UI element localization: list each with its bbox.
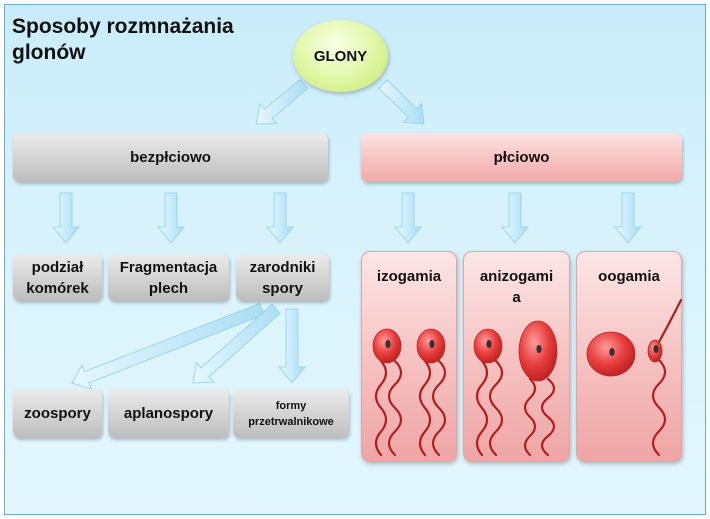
gamete-iso-2-nucleus [429,340,435,348]
gamete-aniso-large-flagellum-1 [523,377,537,457]
spore-zoospory: zoospory [13,389,102,438]
asexual-node: bezpłciowo [13,133,328,182]
arrow-asexual-to-cell-division [52,192,80,244]
spore-resting-forms: formy przetrwalnikowe [233,389,349,438]
panel-anisogamy-label: anizogamia [479,268,554,306]
child-spores: zarodniki spory [236,254,329,301]
gamete-oo-sperm-flagellum-1 [651,358,667,457]
arrow-spores-to-zoospory [71,302,265,390]
gamete-oo-egg-nucleus [609,348,615,356]
root-node-glony: GLONY [293,20,388,92]
arrow-spores-to-aplanospory [192,303,281,384]
gamete-oo-sperm-flagellum-upper [657,298,683,344]
spore-aplanospory: aplanospory [108,389,229,438]
gamete-aniso-small-flagellum-1 [475,359,489,457]
gamete-aniso-small-flagellum-2 [488,359,504,457]
diagram-title: Sposoby rozmnażania glonów [12,15,234,64]
sexual-node: płciowo [361,133,682,182]
gamete-aniso-small-nucleus [486,340,492,348]
arrow-sexual-to-anisogamy [501,192,529,244]
arrow-root-to-sexual [378,79,425,125]
gamete-aniso-large-nucleus [536,345,542,353]
arrow-asexual-to-fragmentation [157,192,185,244]
child-cell-division: podział komórek [13,254,102,301]
gamete-iso-1-flagellum-1 [374,359,388,457]
gamete-oo-sperm-nucleus [653,345,659,353]
gamete-iso-1-flagellum-2 [387,359,403,457]
panel-isogamy-label: izogamia [376,268,442,285]
panel-oogamy-label: oogamia [598,268,660,285]
arrow-root-to-asexual [255,78,309,125]
gamete-iso-2-flagellum-1 [418,359,432,457]
arrow-sexual-to-isogamy [394,192,422,244]
gamete-iso-1-nucleus [385,340,391,348]
gamete-iso-2-flagellum-2 [431,359,447,457]
arrow-sexual-to-oogamy [614,192,642,244]
child-fragmentation: Fragmentacja plech [108,254,229,301]
gamete-aniso-large-flagellum-2 [540,377,556,457]
arrow-spores-to-resting-forms [278,308,306,384]
arrow-asexual-to-spores [266,192,294,244]
